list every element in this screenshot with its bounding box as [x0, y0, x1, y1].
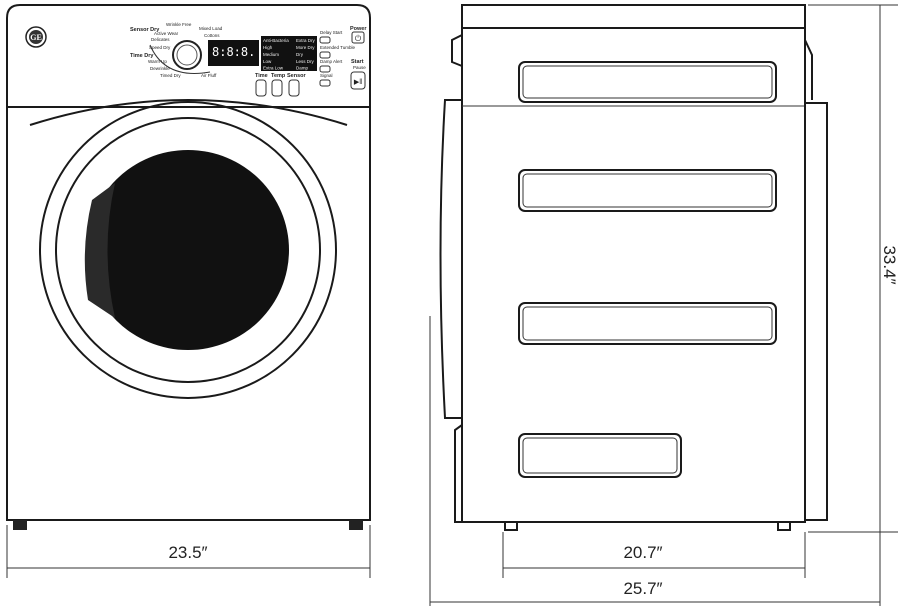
svg-text:Sensor: Sensor — [287, 73, 307, 79]
svg-text:Time Dry: Time Dry — [130, 53, 154, 59]
damp-alert-button[interactable] — [319, 65, 331, 73]
svg-text:Delicates: Delicates — [151, 37, 170, 42]
door-handle[interactable] — [84, 183, 115, 318]
side-vent-1 — [518, 61, 777, 103]
knob-profile — [451, 34, 463, 67]
svg-text:Sensor Dry: Sensor Dry — [130, 27, 160, 33]
svg-text:Less Dry: Less Dry — [296, 59, 315, 64]
signal-button[interactable] — [319, 79, 331, 87]
side-view: 20.7″ 25.7″ 33.4″ — [429, 4, 898, 606]
option-labels: Anti-Bacteria Extra Dry High More Dry Me… — [263, 38, 316, 71]
width-dimension: 23.5″ — [168, 543, 207, 562]
door-inner-ring — [55, 117, 321, 383]
extended-tumble-button[interactable] — [319, 51, 331, 59]
side-cabinet — [461, 4, 806, 523]
power-icon: ⏻ — [355, 34, 362, 43]
side-vent-4 — [518, 433, 682, 478]
svg-text:Warm Up: Warm Up — [148, 59, 167, 64]
time-button[interactable] — [255, 79, 267, 97]
front-foot-right — [349, 520, 363, 530]
svg-text:Active Wear: Active Wear — [154, 31, 179, 36]
setting-buttons: Time Temp Sensor — [255, 73, 307, 97]
svg-text:Anti-Bacteria: Anti-Bacteria — [263, 38, 289, 43]
svg-text:High: High — [263, 45, 273, 50]
svg-text:Dry: Dry — [296, 52, 304, 57]
svg-text:Air Fluff: Air Fluff — [201, 73, 217, 78]
rear-panel — [804, 102, 828, 521]
svg-text:Cottons: Cottons — [204, 33, 220, 38]
svg-text:More Dry: More Dry — [296, 45, 315, 50]
svg-text:Delay Start: Delay Start — [320, 30, 343, 35]
side-vent-3 — [518, 302, 777, 345]
lower-front-profile — [454, 424, 463, 523]
svg-text:GE: GE — [30, 33, 42, 42]
door-shelf-arc — [29, 99, 348, 126]
overall-depth-dimension: 25.7″ — [623, 579, 662, 598]
start-pause-button[interactable] — [350, 71, 366, 90]
front-view: GE Sensor Dry Wrinkle Free Mixed Load Ac… — [6, 4, 371, 578]
svg-text:Extended Tumble: Extended Tumble — [320, 45, 356, 50]
svg-text:Dewrinkle: Dewrinkle — [150, 66, 170, 71]
side-foot-rear — [777, 521, 791, 531]
display-panel — [208, 40, 259, 66]
svg-text:Timed Dry: Timed Dry — [160, 73, 181, 78]
display-readout: 8:8:8. — [212, 45, 255, 59]
rear-top-profile — [804, 39, 813, 100]
option-buttons: Delay Start Extended Tumble Damp Alert S… — [319, 30, 356, 87]
cycle-arc — [149, 44, 211, 74]
sensor-button[interactable] — [288, 79, 300, 97]
svg-text:Wrinkle Free: Wrinkle Free — [166, 22, 192, 27]
door-window — [87, 150, 289, 350]
options-panel — [261, 36, 317, 71]
svg-text:Speed Dry: Speed Dry — [149, 45, 171, 50]
temp-button[interactable] — [271, 79, 283, 97]
svg-text:Damp Alert: Damp Alert — [320, 59, 343, 64]
ge-logo: GE — [25, 26, 47, 48]
play-pause-icon: ▶‖ — [354, 79, 362, 86]
svg-text:Mixed Load: Mixed Load — [199, 26, 223, 31]
depth-dimension: 20.7″ — [623, 543, 662, 562]
svg-text:Medium: Medium — [263, 52, 279, 57]
door-profile — [439, 99, 462, 419]
power-label: Power — [350, 26, 367, 32]
front-cabinet — [6, 4, 371, 521]
front-foot-left — [13, 520, 27, 530]
svg-text:Extra Dry: Extra Dry — [296, 38, 316, 43]
pause-label: Pause — [353, 65, 366, 70]
door-outer-ring[interactable] — [39, 101, 337, 399]
svg-text:Low: Low — [263, 59, 272, 64]
power-button[interactable] — [351, 31, 365, 44]
svg-text:Temp: Temp — [271, 73, 286, 79]
svg-text:Damp: Damp — [296, 66, 309, 71]
start-label: Start — [351, 59, 364, 65]
height-dimension: 33.4″ — [880, 245, 898, 284]
svg-text:Time: Time — [255, 73, 268, 79]
side-foot-front — [504, 521, 518, 531]
svg-text:Extra Low: Extra Low — [263, 66, 284, 71]
cycle-labels: Sensor Dry Wrinkle Free Mixed Load Activ… — [130, 22, 223, 78]
side-vent-2 — [518, 169, 777, 212]
svg-text:Signal: Signal — [320, 73, 333, 78]
delay-start-button[interactable] — [319, 36, 331, 44]
cycle-knob-inner — [176, 44, 198, 66]
